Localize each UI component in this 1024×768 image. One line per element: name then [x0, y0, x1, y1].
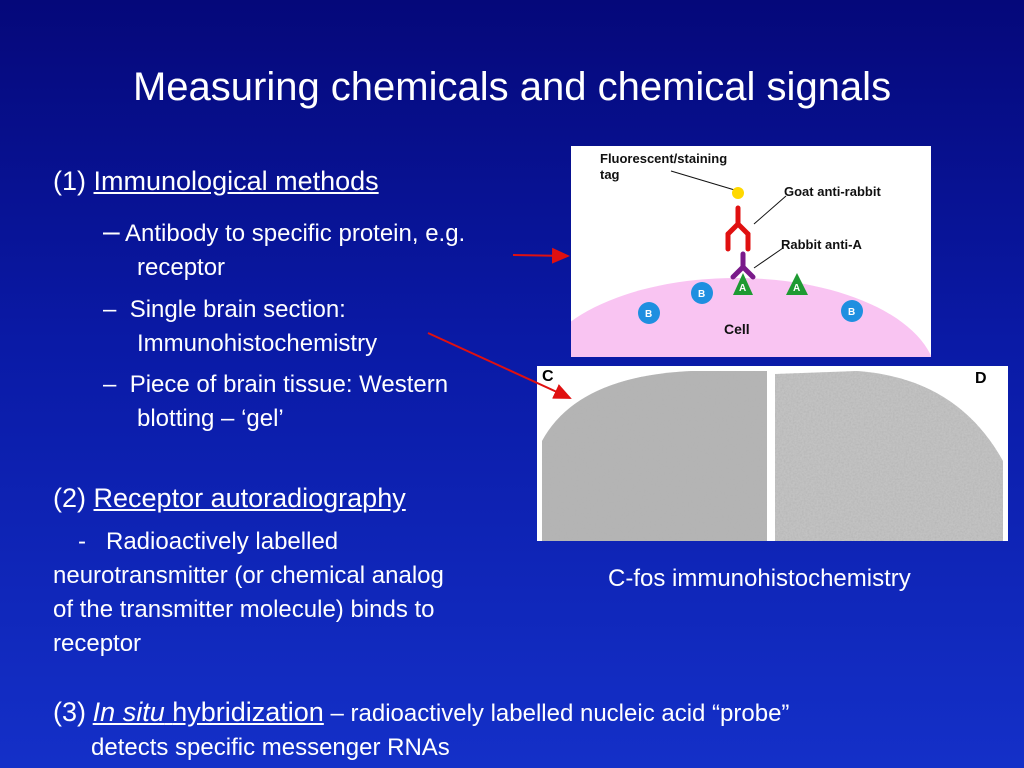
panel-c-label: C — [542, 368, 554, 385]
section3-title-italic: In situ — [92, 697, 165, 727]
tag-label-line2: tag — [600, 167, 620, 182]
tag-pointer — [670, 170, 739, 192]
bullet-1-line2: receptor — [137, 254, 226, 281]
section2-line4: receptor — [53, 630, 142, 657]
bullet-3: – Piece of brain tissue: Western — [103, 371, 448, 399]
panel-d-tissue — [775, 371, 1003, 541]
antigen-a-triangle — [733, 273, 753, 295]
bullet-3-line2: blotting – ‘gel’ — [137, 405, 284, 432]
bullet-dash: – — [103, 296, 117, 323]
section2-line3: of the transmitter molecule) binds to — [53, 596, 435, 623]
section1-heading: (1) Immunological methods — [53, 165, 379, 197]
section3-line2: detects specific messenger RNAs — [91, 734, 450, 761]
antigen-a-label: A — [739, 283, 746, 294]
cfos-micrograph: C D — [537, 366, 1008, 541]
cell-shape — [571, 278, 931, 357]
goat-label: Goat anti-rabbit — [784, 184, 881, 199]
antigen-b-label: B — [645, 309, 652, 320]
rabbit-pointer — [753, 247, 784, 269]
antigen-b-circle — [841, 300, 863, 322]
section1-title: Immunological methods — [93, 166, 379, 196]
section2-line1: - Radioactively labelled — [78, 528, 339, 555]
bullet-dash: – — [103, 371, 117, 398]
antigen-b-label: B — [848, 307, 855, 318]
bullet-2: – Single brain section: — [103, 296, 346, 324]
section2-number: (2) — [53, 483, 86, 513]
micrograph-caption: C-fos immunohistochemistry — [608, 565, 911, 592]
antigen-b-label: B — [698, 289, 705, 300]
rabbit-label: Rabbit anti-A — [781, 237, 862, 252]
section2-heading: (2) Receptor autoradiography — [53, 482, 406, 514]
panel-d-label: D — [975, 370, 987, 387]
section3-title: In situ hybridization — [93, 697, 324, 727]
bullet-3-line1: Piece of brain tissue: Western — [129, 371, 449, 398]
arrow-to-diagram — [512, 247, 570, 264]
antigen-a-label: A — [793, 283, 800, 294]
section3-line1: (3) In situ hybridization – radioactivel… — [53, 696, 789, 728]
section3-number: (3) — [53, 697, 86, 727]
bullet-2-line1: Single brain section: — [129, 296, 346, 323]
antigen-b-circle — [638, 302, 660, 324]
goat-antibody — [725, 205, 751, 252]
panel-c-tissue — [542, 371, 767, 541]
antigen-a-triangle — [786, 273, 808, 295]
goat-pointer — [753, 195, 787, 225]
antibody-diagram: Fluorescent/staining tag Goat anti-rabbi… — [571, 146, 931, 357]
bullet-1: – Antibody to specific protein, e.g. — [103, 215, 466, 248]
section3-description: – radioactively labelled nucleic acid “p… — [330, 700, 790, 727]
cell-label: Cell — [724, 321, 750, 337]
bullet-2-line2: Immunohistochemistry — [137, 330, 378, 357]
tag-label-line1: Fluorescent/staining — [600, 151, 727, 166]
antigen-b-circle — [691, 282, 713, 304]
rabbit-antibody — [730, 251, 756, 280]
section1-number: (1) — [53, 166, 86, 196]
section2-line2: neurotransmitter (or chemical analog — [53, 562, 444, 589]
bullet-1-line1: Antibody to specific protein, e.g. — [125, 220, 466, 247]
slide-title: Measuring chemicals and chemical signals — [132, 65, 892, 109]
fluorescent-tag — [732, 187, 744, 199]
section3-title-rest: hybridization — [172, 697, 324, 727]
section2-title: Receptor autoradiography — [93, 483, 406, 513]
bullet-dash: – — [103, 215, 120, 248]
